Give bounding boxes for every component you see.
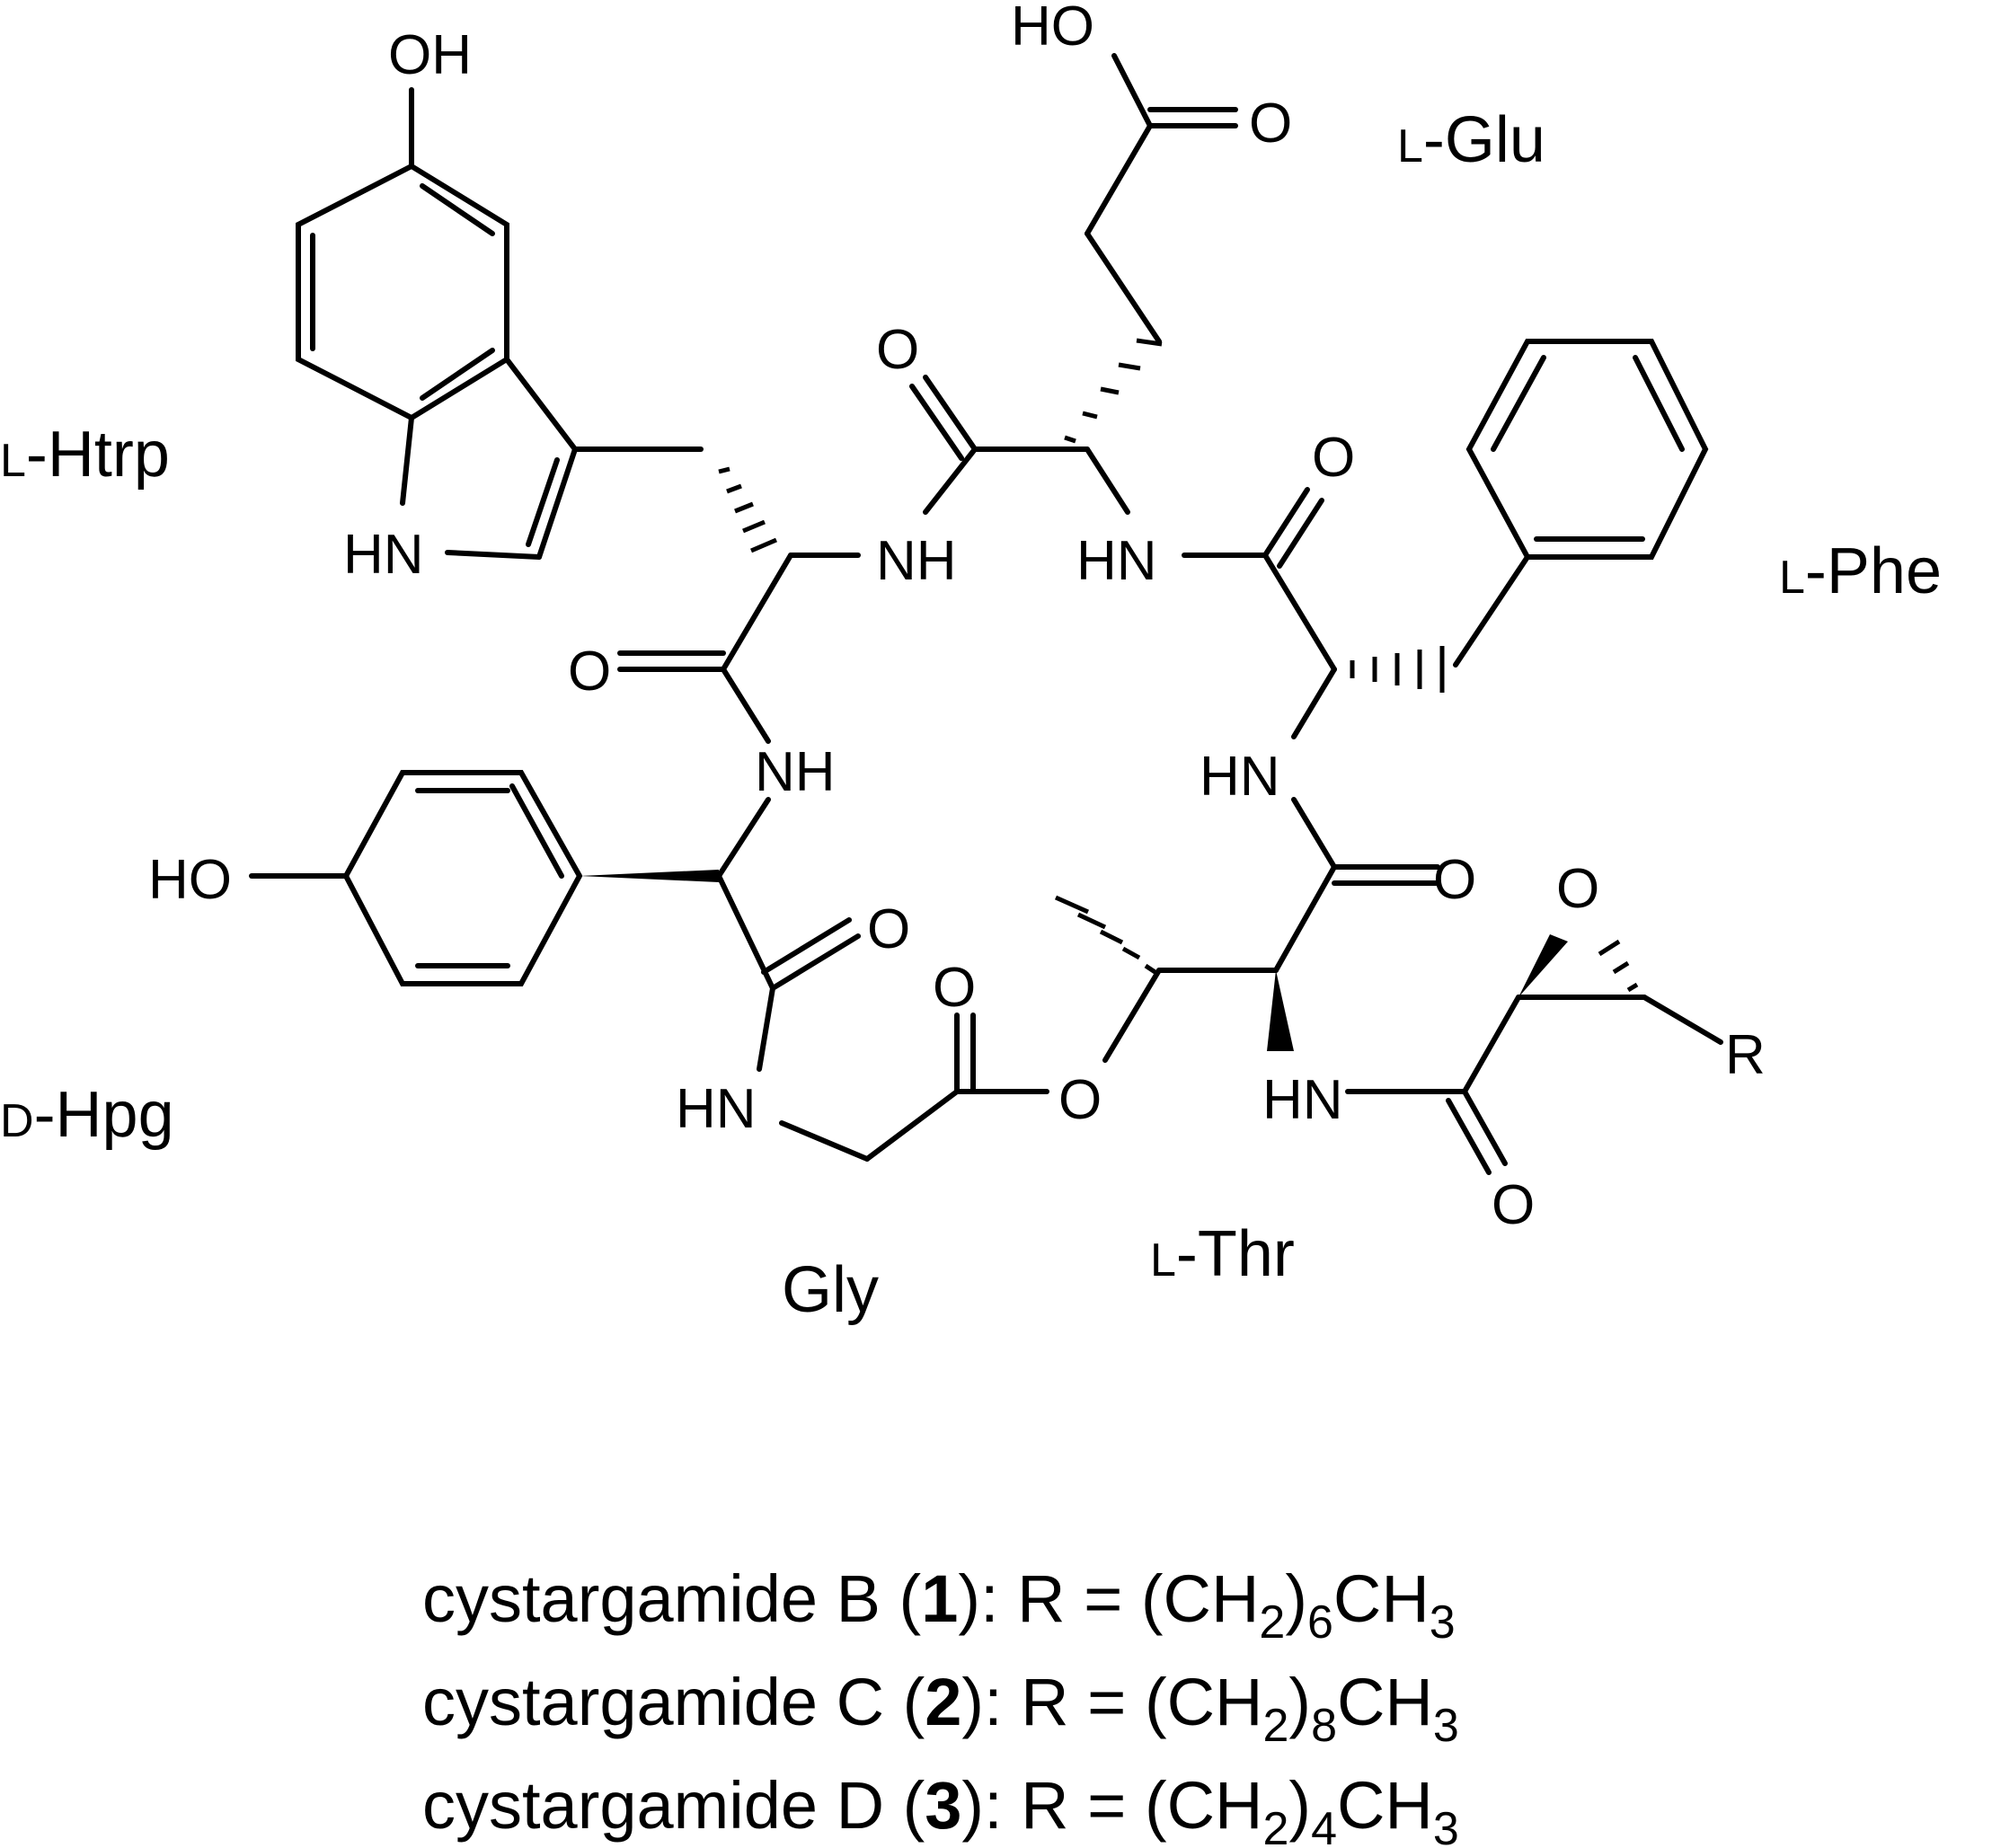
atom-hn-gly: HN: [676, 1078, 757, 1140]
stereo-hashes: [718, 338, 1639, 993]
residue-label-phe: L-Phe: [1779, 535, 1942, 607]
atom-ho-hpg: HO: [148, 849, 232, 911]
atom-o-glu-acid: O: [1249, 93, 1292, 155]
atom-nh-htrp: NH: [876, 530, 957, 592]
atom-hn-thr: HN: [1262, 1069, 1343, 1131]
bond-skeleton: [249, 53, 1723, 1175]
atom-o-acyl: O: [1492, 1174, 1535, 1236]
atom-o-glu-amide: O: [876, 319, 919, 381]
atom-o-hpg-c: O: [867, 898, 910, 960]
residue-label-glu: L-Glu: [1397, 104, 1545, 176]
legend-line: cystargamide D (3): R = (CH2)4CH3: [422, 1768, 1459, 1848]
residue-label-htrp: L-Htrp: [0, 419, 170, 491]
compound-legend: cystargamide B (1): R = (CH2)6CH3 cystar…: [422, 1561, 1459, 1848]
residue-label-thr: L-Thr: [1150, 1218, 1295, 1290]
atom-o-epoxide: O: [1556, 858, 1599, 920]
atom-nh-hpg: NH: [755, 741, 836, 803]
atom-o-phe-c: O: [1433, 849, 1476, 911]
residue-label-gly: Gly: [782, 1254, 879, 1326]
residue-label-hpg: D-Hpg: [0, 1079, 174, 1151]
atom-hn-glu: HN: [1076, 530, 1157, 592]
stereo-wedges: [580, 870, 1568, 1051]
legend-line: cystargamide B (1): R = (CH2)6CH3: [422, 1561, 1456, 1649]
atom-o-gly-c: O: [933, 957, 976, 1019]
atom-labels: OH HN HO O O NH HN O O NH HN O HO O O HN…: [148, 0, 1766, 1236]
atom-ho-glu: HO: [1011, 0, 1094, 57]
atom-o-glu-c: O: [1312, 427, 1355, 489]
atom-o-htrp-c: O: [568, 641, 611, 703]
residue-labels: L-Glu L-Htrp L-Phe D-Hpg Gly L-Thr: [0, 104, 1942, 1326]
atom-oh-htrp: OH: [388, 24, 472, 86]
legend-line: cystargamide C (2): R = (CH2)8CH3: [422, 1665, 1459, 1752]
atom-r-group: R: [1725, 1024, 1766, 1086]
atom-hn-indole: HN: [343, 524, 424, 586]
atom-o-ester: O: [1058, 1069, 1102, 1131]
atom-hn-phe: HN: [1200, 746, 1280, 808]
